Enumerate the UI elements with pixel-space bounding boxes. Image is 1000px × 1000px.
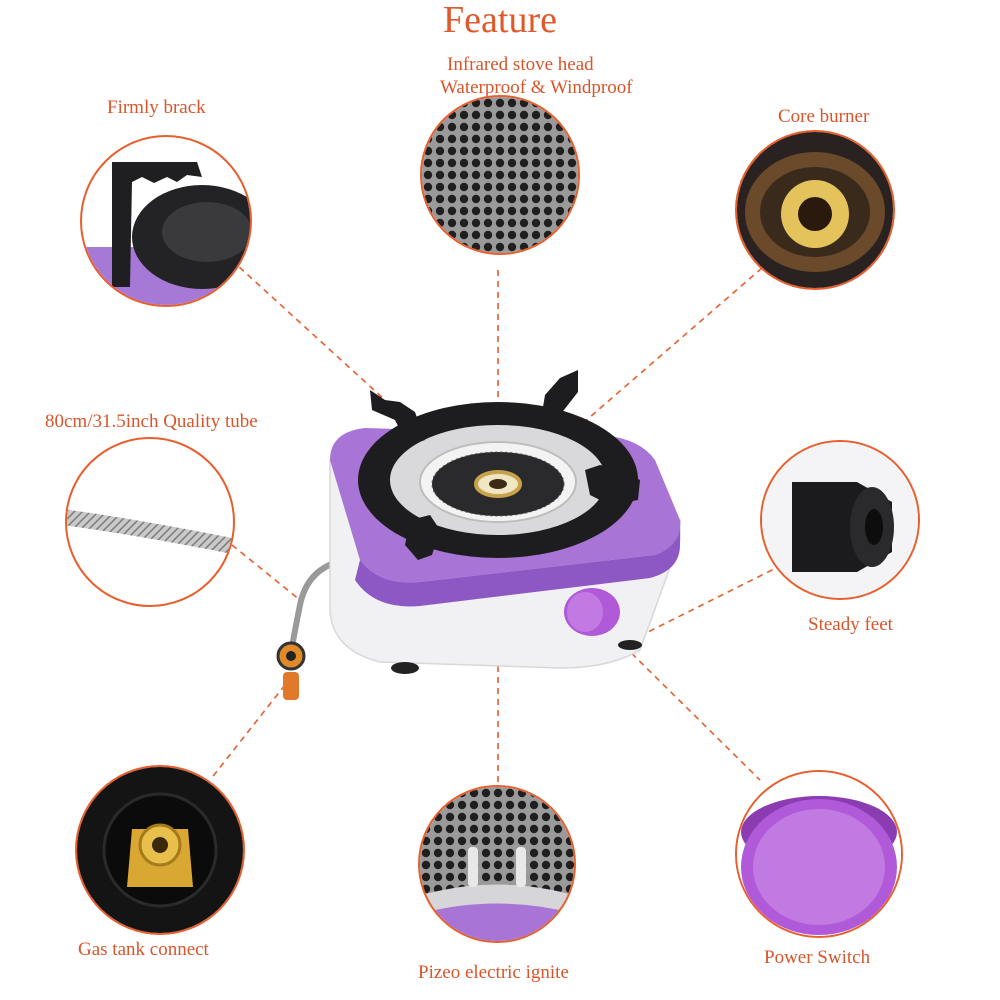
foot (618, 640, 642, 650)
circle-quality-tube (65, 437, 235, 607)
label-steady-feet: Steady feet (808, 614, 893, 635)
leader-brack (214, 244, 386, 401)
label-firmly-brack: Firmly brack (107, 97, 206, 118)
hose (289, 557, 346, 649)
leader-lines (209, 244, 803, 790)
foot (391, 662, 419, 674)
grate-arm (540, 370, 578, 425)
hose-valve (283, 672, 299, 700)
label-stove-head: Infrared stove head (447, 54, 594, 75)
circle-core-burner (735, 130, 895, 290)
circle-steady-feet (760, 440, 920, 600)
circle-gas-tank (75, 765, 245, 935)
circle-piezo-ignite (418, 785, 576, 943)
label-piezo-ignite: Pizeo electric ignite (418, 962, 569, 983)
feature-title: Feature (443, 0, 557, 41)
grate-arm (585, 465, 640, 505)
circle-infrared-head (420, 95, 580, 255)
leader-tube (231, 544, 301, 601)
leader-feet (639, 554, 803, 637)
leader-gas (209, 684, 286, 781)
label-power-switch: Power Switch (764, 947, 871, 968)
leader-power (607, 629, 761, 781)
label-gas-tank-connect: Gas tank connect (78, 939, 209, 960)
circle-power-switch (735, 770, 903, 938)
label-waterproof: Waterproof & Windproof (440, 77, 633, 98)
circle-firmly-brack (80, 135, 252, 307)
label-quality-tube: 80cm/31.5inch Quality tube (45, 411, 258, 432)
label-core-burner: Core burner (778, 106, 870, 127)
grate-arm (405, 515, 440, 560)
grate-arm (370, 390, 425, 446)
